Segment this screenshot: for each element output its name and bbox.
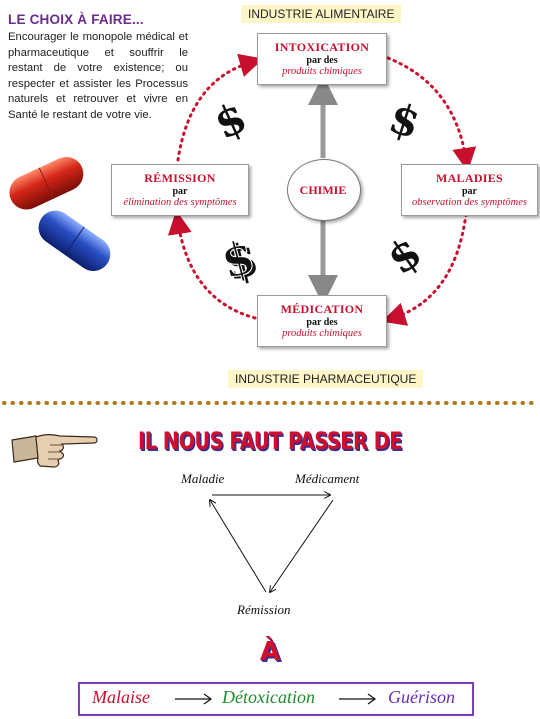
industry-pharma-label: INDUSTRIE PHARMACEUTIQUE	[228, 370, 424, 388]
intro-title: LE CHOIX À FAIRE...	[8, 12, 144, 27]
maladies-title: MALADIES	[435, 171, 504, 185]
final-path-box: Malaise Détoxication Guérison	[78, 682, 474, 716]
arc-intoxication-to-maladies	[386, 56, 477, 172]
final-word-detoxication: Détoxication	[222, 687, 315, 707]
intro-text: Encourager le monopole médical et pharma…	[8, 31, 188, 121]
dotted-separator	[2, 401, 538, 405]
chimie-label: CHIMIE	[299, 183, 347, 197]
arrow-right-icon	[175, 693, 213, 705]
intoxication-box: INTOXICATION par des produits chimiques	[257, 33, 387, 85]
triangle-label-remission: Rémission	[237, 602, 291, 617]
pointing-hand-icon	[11, 434, 98, 468]
medication-detail: produits chimiques	[282, 328, 362, 339]
arc-maladies-to-medication	[381, 212, 468, 326]
arc-medication-to-remission	[167, 210, 257, 320]
medication-box: MÉDICATION par des produits chimiques	[257, 295, 387, 347]
maladies-detail: observation des symptômes	[412, 197, 527, 208]
maladies-box: MALADIES par observation des symptômes	[401, 164, 538, 216]
triangle-diagram	[190, 480, 334, 605]
remission-detail: élimination des symptômes	[123, 197, 237, 208]
chimie-circle	[287, 159, 361, 221]
intoxication-detail: produits chimiques	[282, 66, 362, 77]
remission-title: RÉMISSION	[144, 171, 216, 185]
arrow-right-icon	[339, 693, 377, 705]
triangle-edge-right	[270, 499, 334, 592]
remission-par: par	[172, 186, 188, 197]
industry-food-label: INDUSTRIE ALIMENTAIRE	[241, 5, 402, 23]
triangle-edge-left	[210, 500, 267, 593]
headline: IL NOUS FAUT PASSER DE	[138, 427, 402, 455]
red-capsule	[9, 156, 84, 210]
blue-capsule	[38, 210, 111, 272]
maladies-par: par	[462, 186, 477, 197]
triangle-label-medicament: Médicament	[295, 471, 360, 486]
cycle-diagram	[167, 53, 477, 326]
medication-par: par des	[306, 317, 338, 328]
arc-remission-to-intoxication	[176, 53, 264, 162]
to-word: À	[259, 637, 281, 667]
medication-title: MÉDICATION	[280, 302, 364, 316]
capsules-illustration	[9, 156, 111, 272]
final-word-malaise: Malaise	[92, 687, 150, 707]
remission-box: RÉMISSION par élimination des symptômes	[111, 164, 249, 216]
final-word-guerison: Guérison	[388, 687, 455, 707]
triangle-label-maladie: Maladie	[181, 471, 225, 486]
intoxication-title: INTOXICATION	[274, 40, 370, 54]
intoxication-par: par des	[306, 55, 338, 66]
